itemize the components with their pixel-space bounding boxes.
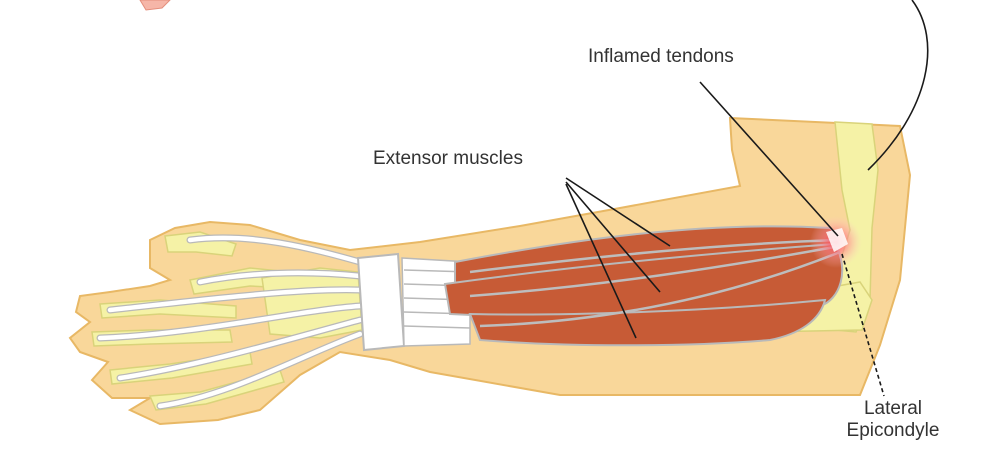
tendon-attachment xyxy=(826,228,848,252)
leader-extensor-2 xyxy=(565,181,661,293)
leader-lateral-epicondyle xyxy=(841,253,885,397)
leader-extensor-3 xyxy=(565,183,637,339)
cropped-shape-top-left xyxy=(139,0,171,11)
label-lateral-line1: Lateral xyxy=(863,398,923,419)
label-extensor-muscles: Extensor muscles xyxy=(373,148,523,169)
leader-curve-top-right xyxy=(867,0,929,171)
label-lateral-line2: Epicondyle xyxy=(846,420,940,441)
leader-lines xyxy=(565,0,929,397)
leader-inflamed-tendons xyxy=(699,81,839,237)
hand-tendons xyxy=(96,234,364,410)
leader-extensor-1 xyxy=(565,177,671,247)
label-lateral-epicondyle: Lateral Epicondyle xyxy=(838,398,948,442)
extensor-muscles xyxy=(443,225,844,347)
label-inflamed-tendons: Inflamed tendons xyxy=(588,46,734,67)
wrist-retinaculum xyxy=(356,252,406,352)
